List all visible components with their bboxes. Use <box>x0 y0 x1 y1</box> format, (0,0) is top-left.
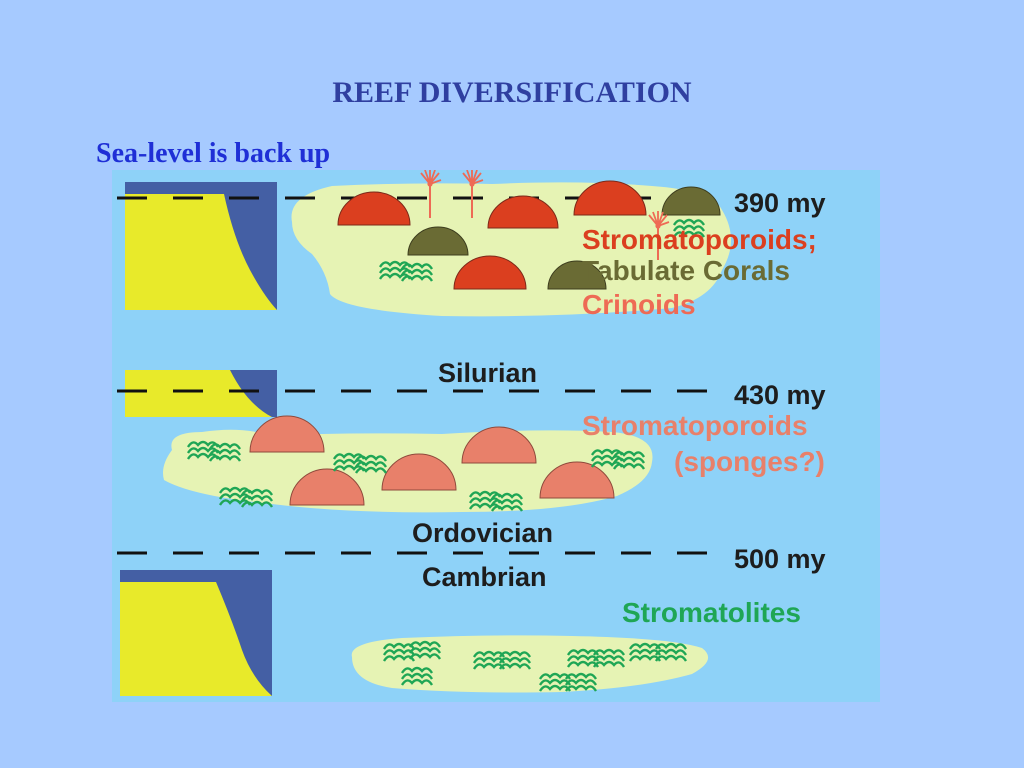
tabulate-coral-mound <box>407 226 469 256</box>
ordovician-period-label: Ordovician <box>412 518 553 548</box>
stromatoporoid-mound <box>337 191 411 226</box>
stromatoporoid-mound <box>539 461 615 499</box>
slide-title: REEF DIVERSIFICATION <box>332 76 692 109</box>
slide-subtitle: Sea-level is back up <box>96 138 331 169</box>
silurian-organism-stromatoporoids: Stromatoporoids <box>582 410 808 441</box>
silurian-organism-sponges: (sponges?) <box>674 446 825 477</box>
tabulate-coral-mound <box>547 260 607 290</box>
silurian-age-label: 430 my <box>734 380 826 410</box>
devonian-organism-tabulate-corals: Tabulate Corals <box>582 255 790 286</box>
cambrian-level: Ordovician Cambrian 500 my Stromatolites <box>117 518 826 696</box>
stromatoporoid-mound <box>453 255 527 290</box>
tabulate-coral-mound <box>661 186 721 216</box>
stromatoporoid-mound <box>249 415 325 453</box>
devonian-organism-crinoids: Crinoids <box>582 289 696 320</box>
silurian-level: Silurian 430 my Stromatoporoids (sponges… <box>117 358 826 513</box>
silurian-shelf-land <box>125 370 272 417</box>
devonian-organism-stromatoporoids: Stromatoporoids; <box>582 224 817 255</box>
cambrian-period-label: Cambrian <box>422 562 547 592</box>
stromatoporoid-mound <box>461 426 537 464</box>
stromatoporoid-mound <box>289 468 365 506</box>
cambrian-age-label: 500 my <box>734 544 826 574</box>
cambrian-shelf-land <box>120 582 272 696</box>
devonian-level: 390 my Stromatoporoids; Tabulate Corals … <box>117 170 826 320</box>
cambrian-organism-stromatolites: Stromatolites <box>622 597 801 628</box>
stromatoporoid-mound <box>487 195 559 229</box>
silurian-period-label: Silurian <box>438 358 537 388</box>
devonian-age-label: 390 my <box>734 188 826 218</box>
devonian-shelf-land <box>125 194 277 310</box>
reef-diagram: 390 my Stromatoporoids; Tabulate Corals … <box>112 170 880 702</box>
stromatoporoid-mound <box>573 180 647 216</box>
stromatoporoid-mound <box>381 453 457 491</box>
